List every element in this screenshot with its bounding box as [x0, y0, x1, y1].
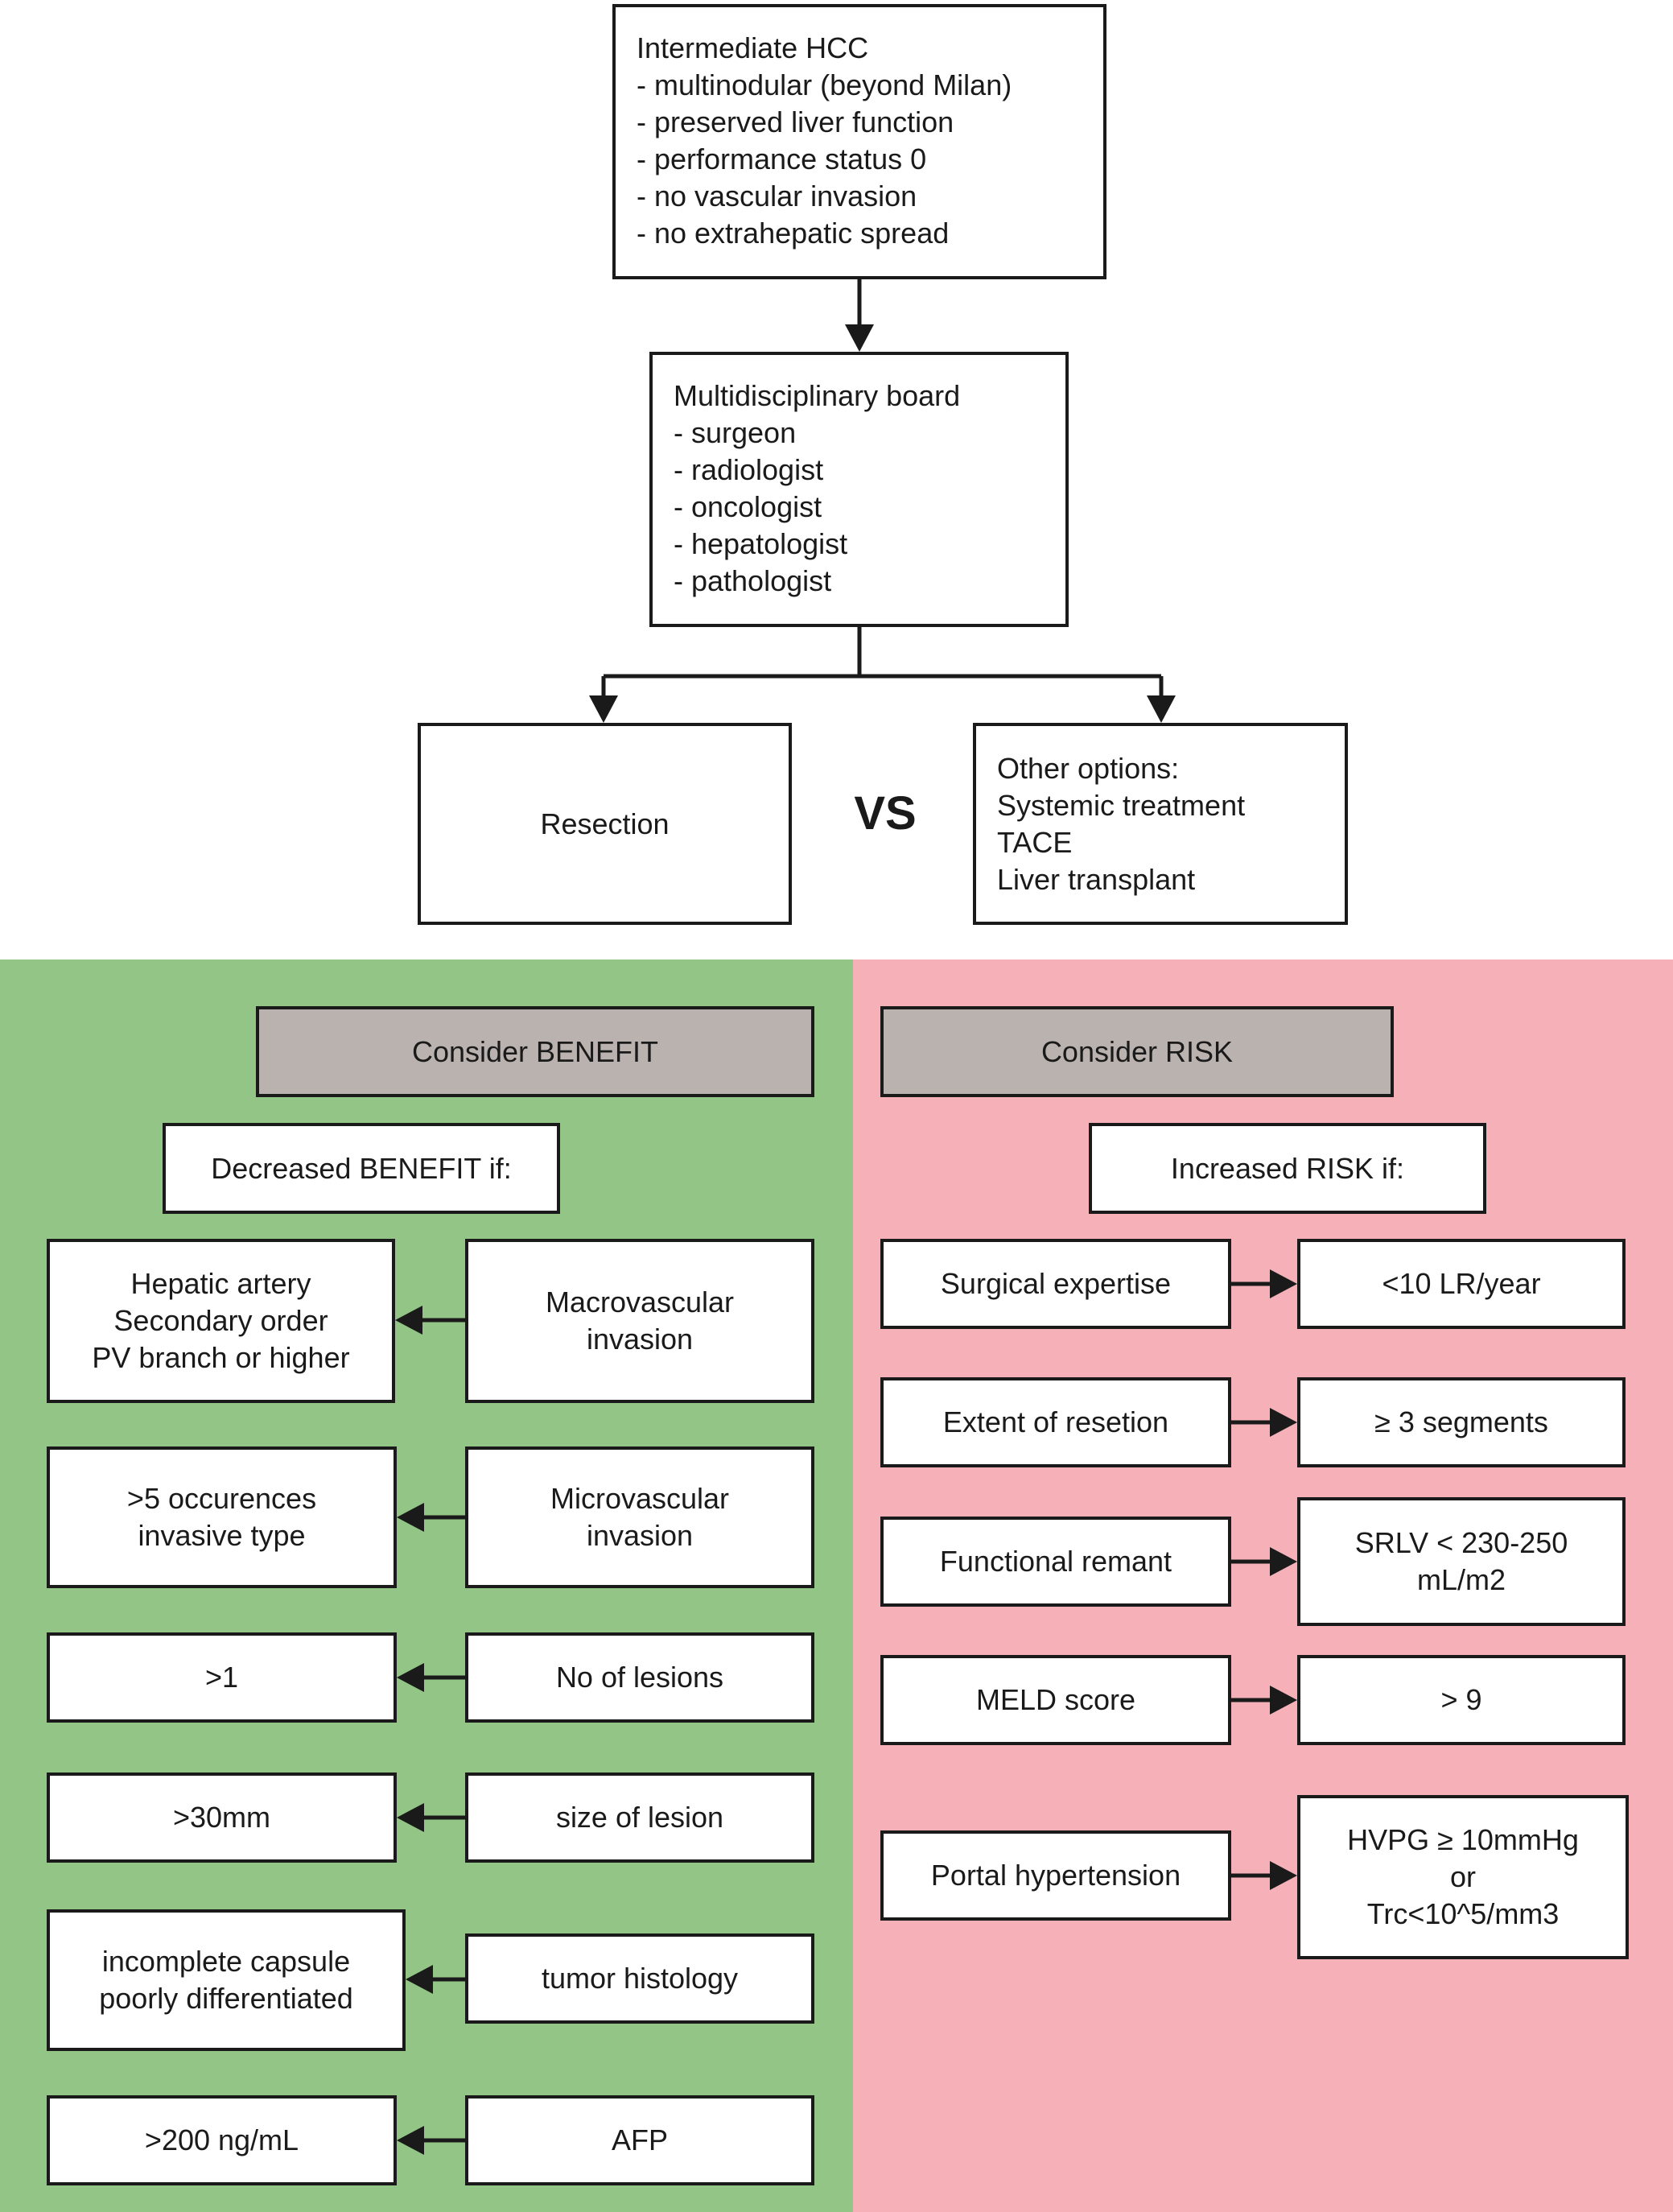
resection-box: Resection — [418, 723, 792, 925]
arrowhead — [406, 1965, 433, 1994]
board-member: - oncologist — [674, 490, 822, 523]
risk-factor-box: Portal hypertension — [880, 1830, 1231, 1921]
benefit-criterion-line: >200 ng/mL — [144, 2123, 299, 2156]
benefit-criterion-box: Hepatic artery Secondary order PV branch… — [47, 1239, 395, 1403]
risk-factor-line: Surgical expertise — [940, 1267, 1172, 1300]
increased-risk-label: Increased RISK if: — [1170, 1151, 1405, 1185]
risk-factor-line: Portal hypertension — [930, 1859, 1181, 1892]
risk-criterion-line: or — [1449, 1860, 1476, 1893]
risk-criterion-line: <10 LR/year — [1382, 1267, 1541, 1300]
risk-criterion-box: > 9 — [1297, 1655, 1626, 1745]
decreased-benefit-subheader: Decreased BENEFIT if: — [163, 1123, 560, 1214]
hcc-criterion: - performance status 0 — [637, 142, 927, 175]
consider-benefit-header: Consider BENEFIT — [256, 1006, 814, 1097]
benefit-factor-box: tumor histology — [465, 1933, 814, 2024]
board-member: - hepatologist — [674, 527, 848, 560]
benefit-criterion-box: >1 — [47, 1632, 397, 1723]
benefit-factor-box: AFP — [465, 2095, 814, 2185]
benefit-criterion-line: >30mm — [172, 1801, 271, 1834]
arrowhead — [1270, 1269, 1297, 1298]
arrowhead — [1270, 1686, 1297, 1715]
arrowhead — [1147, 695, 1176, 723]
versus-label: VS — [854, 787, 917, 840]
arrowhead — [1270, 1547, 1297, 1576]
other-option-item: Systemic treatment — [997, 789, 1246, 822]
risk-criterion-box: ≥ 3 segments — [1297, 1377, 1626, 1467]
arrowhead — [845, 324, 874, 352]
arrowhead — [1270, 1861, 1297, 1890]
hcc-criterion: - no extrahepatic spread — [637, 217, 950, 250]
risk-factor-box: MELD score — [880, 1655, 1231, 1745]
decreased-benefit-label: Decreased BENEFIT if: — [211, 1151, 512, 1185]
risk-factor-box: Surgical expertise — [880, 1239, 1231, 1329]
benefit-factor-line: size of lesion — [555, 1801, 724, 1834]
risk-factor-line: Extent of resetion — [942, 1405, 1169, 1438]
benefit-criterion-line: >5 occurences — [126, 1482, 317, 1515]
benefit-factor-line: tumor histology — [541, 1962, 739, 1995]
resection-label: Resection — [540, 807, 670, 840]
risk-criterion-box: <10 LR/year — [1297, 1239, 1626, 1329]
other-options-box: Other options: Systemic treatment TACE L… — [973, 723, 1348, 925]
arrowhead — [397, 2126, 424, 2155]
benefit-factor-line: invasion — [586, 1519, 694, 1552]
benefit-criterion-box: >5 occurences invasive type — [47, 1446, 397, 1588]
benefit-criterion-box: >30mm — [47, 1772, 397, 1863]
benefit-criterion-box: incomplete capsule poorly differentiated — [47, 1909, 406, 2051]
risk-factor-line: MELD score — [975, 1683, 1136, 1716]
hcc-criterion: - preserved liver function — [637, 105, 954, 138]
arrowhead — [395, 1306, 422, 1335]
consider-benefit-label: Consider BENEFIT — [411, 1034, 659, 1068]
other-option-item: Liver transplant — [997, 863, 1196, 896]
benefit-criterion-line: invasive type — [138, 1519, 306, 1552]
benefit-criterion-line: Secondary order — [113, 1304, 328, 1337]
benefit-factor-line: AFP — [611, 2123, 668, 2156]
increased-risk-subheader: Increased RISK if: — [1089, 1123, 1486, 1214]
arrowhead — [589, 695, 618, 723]
board-member: - pathologist — [674, 564, 832, 597]
benefit-factor-box: Macrovascular invasion — [465, 1239, 814, 1403]
arrowhead — [397, 1663, 424, 1692]
risk-criterion-line: mL/m2 — [1416, 1563, 1506, 1596]
risk-criterion-line: Trc<10^5/mm3 — [1366, 1897, 1560, 1930]
risk-criterion-line: > 9 — [1440, 1683, 1482, 1716]
arrowhead — [397, 1803, 424, 1832]
multidisciplinary-board-box: Multidisciplinary board - surgeon - radi… — [649, 352, 1069, 627]
benefit-factor-box: Microvascular invasion — [465, 1446, 814, 1588]
hcc-title: Intermediate HCC — [637, 31, 869, 64]
hcc-criterion: - no vascular invasion — [637, 180, 917, 213]
risk-criterion-line: SRLV < 230-250 — [1354, 1526, 1568, 1559]
other-option-item: TACE — [997, 826, 1073, 859]
risk-criterion-box: HVPG ≥ 10mmHg or Trc<10^5/mm3 — [1297, 1795, 1629, 1959]
board-member: - surgeon — [674, 416, 797, 449]
other-options-title: Other options: — [997, 752, 1180, 785]
risk-factor-line: Functional remant — [939, 1545, 1172, 1578]
benefit-factor-line: invasion — [586, 1323, 694, 1356]
benefit-criterion-line: PV branch or higher — [92, 1341, 350, 1374]
risk-criterion-line: ≥ 3 segments — [1374, 1405, 1548, 1438]
benefit-criterion-line: Hepatic artery — [130, 1267, 311, 1300]
arrowhead — [397, 1503, 424, 1532]
arrowhead — [1270, 1408, 1297, 1437]
board-title: Multidisciplinary board — [674, 379, 961, 412]
benefit-factor-line: Microvascular — [550, 1482, 730, 1515]
board-member: - radiologist — [674, 453, 824, 486]
risk-factor-box: Functional remant — [880, 1517, 1231, 1607]
risk-factor-box: Extent of resetion — [880, 1377, 1231, 1467]
risk-criterion-box: SRLV < 230-250 mL/m2 — [1297, 1497, 1626, 1626]
benefit-criterion-box: >200 ng/mL — [47, 2095, 397, 2185]
benefit-factor-box: No of lesions — [465, 1632, 814, 1723]
benefit-factor-line: Macrovascular — [545, 1286, 735, 1319]
hcc-criterion: - multinodular (beyond Milan) — [637, 68, 1012, 101]
benefit-criterion-line: poorly differentiated — [99, 1982, 353, 2015]
benefit-criterion-line: >1 — [204, 1661, 239, 1694]
benefit-criterion-line: incomplete capsule — [101, 1945, 351, 1978]
consider-risk-header: Consider RISK — [880, 1006, 1394, 1097]
consider-risk-label: Consider RISK — [1040, 1034, 1234, 1068]
risk-criterion-line: HVPG ≥ 10mmHg — [1347, 1823, 1579, 1856]
benefit-factor-box: size of lesion — [465, 1772, 814, 1863]
benefit-factor-line: No of lesions — [555, 1661, 724, 1694]
intermediate-hcc-box: Intermediate HCC - multinodular (beyond … — [612, 4, 1106, 279]
